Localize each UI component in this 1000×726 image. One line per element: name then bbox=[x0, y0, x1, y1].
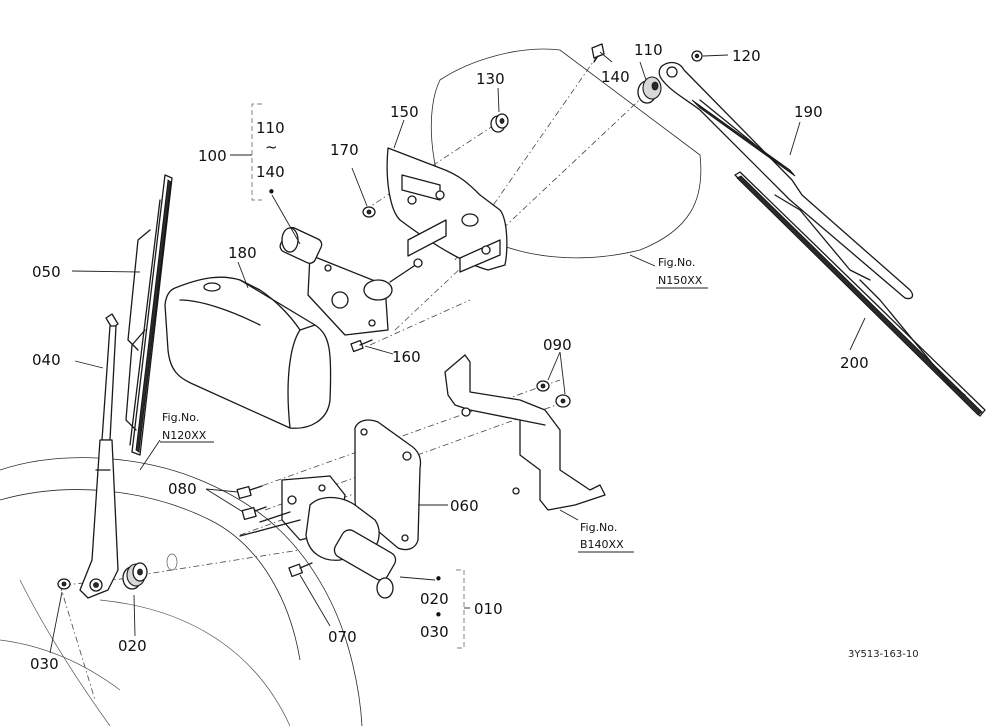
group-bracket-100 bbox=[230, 103, 262, 201]
label-070: 070 bbox=[328, 628, 357, 646]
wiper-arm-040 bbox=[79, 313, 119, 599]
label-140-range: 140 bbox=[256, 163, 285, 181]
label-tilde: ~ bbox=[265, 138, 278, 156]
label-150: 150 bbox=[390, 103, 419, 121]
bracket-b140 bbox=[444, 354, 606, 511]
label-110-upper: 110 bbox=[634, 41, 663, 59]
label-030: 030 bbox=[30, 655, 59, 673]
bolt-070 bbox=[288, 562, 313, 578]
wiper-motor-100 bbox=[279, 226, 423, 336]
label-090: 090 bbox=[543, 336, 572, 354]
label-170: 170 bbox=[330, 141, 359, 159]
figref-b140-code: B140XX bbox=[580, 538, 624, 551]
figref-n120-title: Fig.No. bbox=[162, 411, 199, 424]
cab-outline-front bbox=[0, 457, 363, 726]
label-bullet-010: • bbox=[434, 570, 443, 588]
label-180: 180 bbox=[228, 244, 257, 262]
bracket-150 bbox=[386, 147, 508, 273]
label-130: 130 bbox=[476, 70, 505, 88]
wiper-arm-190 bbox=[658, 61, 914, 300]
drawing-code: 3Y513-163-10 bbox=[848, 649, 919, 660]
label-010: 010 bbox=[474, 600, 503, 618]
grommet-020 bbox=[122, 553, 178, 590]
label-080: 080 bbox=[168, 480, 197, 498]
nut-120 bbox=[691, 50, 703, 62]
label-dot-010: • bbox=[434, 606, 443, 624]
cover-180 bbox=[164, 276, 332, 429]
bolt-160 bbox=[350, 339, 373, 353]
label-120: 120 bbox=[732, 47, 761, 65]
label-030-group: 030 bbox=[420, 623, 449, 641]
label-060: 060 bbox=[450, 497, 479, 515]
wiper-blade-050 bbox=[125, 174, 173, 456]
wiper-motor-010 bbox=[239, 475, 397, 599]
label-200: 200 bbox=[840, 354, 869, 372]
nut-030 bbox=[57, 578, 71, 590]
figref-n150-title: Fig.No. bbox=[658, 256, 695, 269]
nut-090 bbox=[536, 380, 571, 408]
leader-lines bbox=[49, 51, 866, 654]
label-100: 100 bbox=[198, 147, 227, 165]
figref-n120-code: N120XX bbox=[162, 429, 207, 442]
figref-n150-code: N150XX bbox=[658, 274, 703, 287]
label-190: 190 bbox=[794, 103, 823, 121]
washer-130 bbox=[490, 113, 509, 133]
group-bracket-010 bbox=[456, 569, 470, 649]
grommet-110-upper bbox=[637, 76, 662, 104]
nut-170 bbox=[362, 206, 376, 218]
label-bullet-100: • bbox=[267, 183, 276, 201]
label-050: 050 bbox=[32, 263, 61, 281]
label-020-group: 020 bbox=[420, 590, 449, 608]
label-040: 040 bbox=[32, 351, 61, 369]
wiper-blade-200 bbox=[734, 171, 986, 417]
bolt-080 bbox=[236, 485, 267, 521]
label-140-upper: 140 bbox=[601, 68, 630, 86]
labels: 120 110 140 130 190 150 170 100 110 ~ 14… bbox=[30, 41, 919, 673]
label-020: 020 bbox=[118, 637, 147, 655]
label-110-range: 110 bbox=[256, 119, 285, 137]
screw-140 bbox=[591, 43, 605, 63]
figref-b140-title: Fig.No. bbox=[580, 521, 617, 534]
label-160: 160 bbox=[392, 348, 421, 366]
